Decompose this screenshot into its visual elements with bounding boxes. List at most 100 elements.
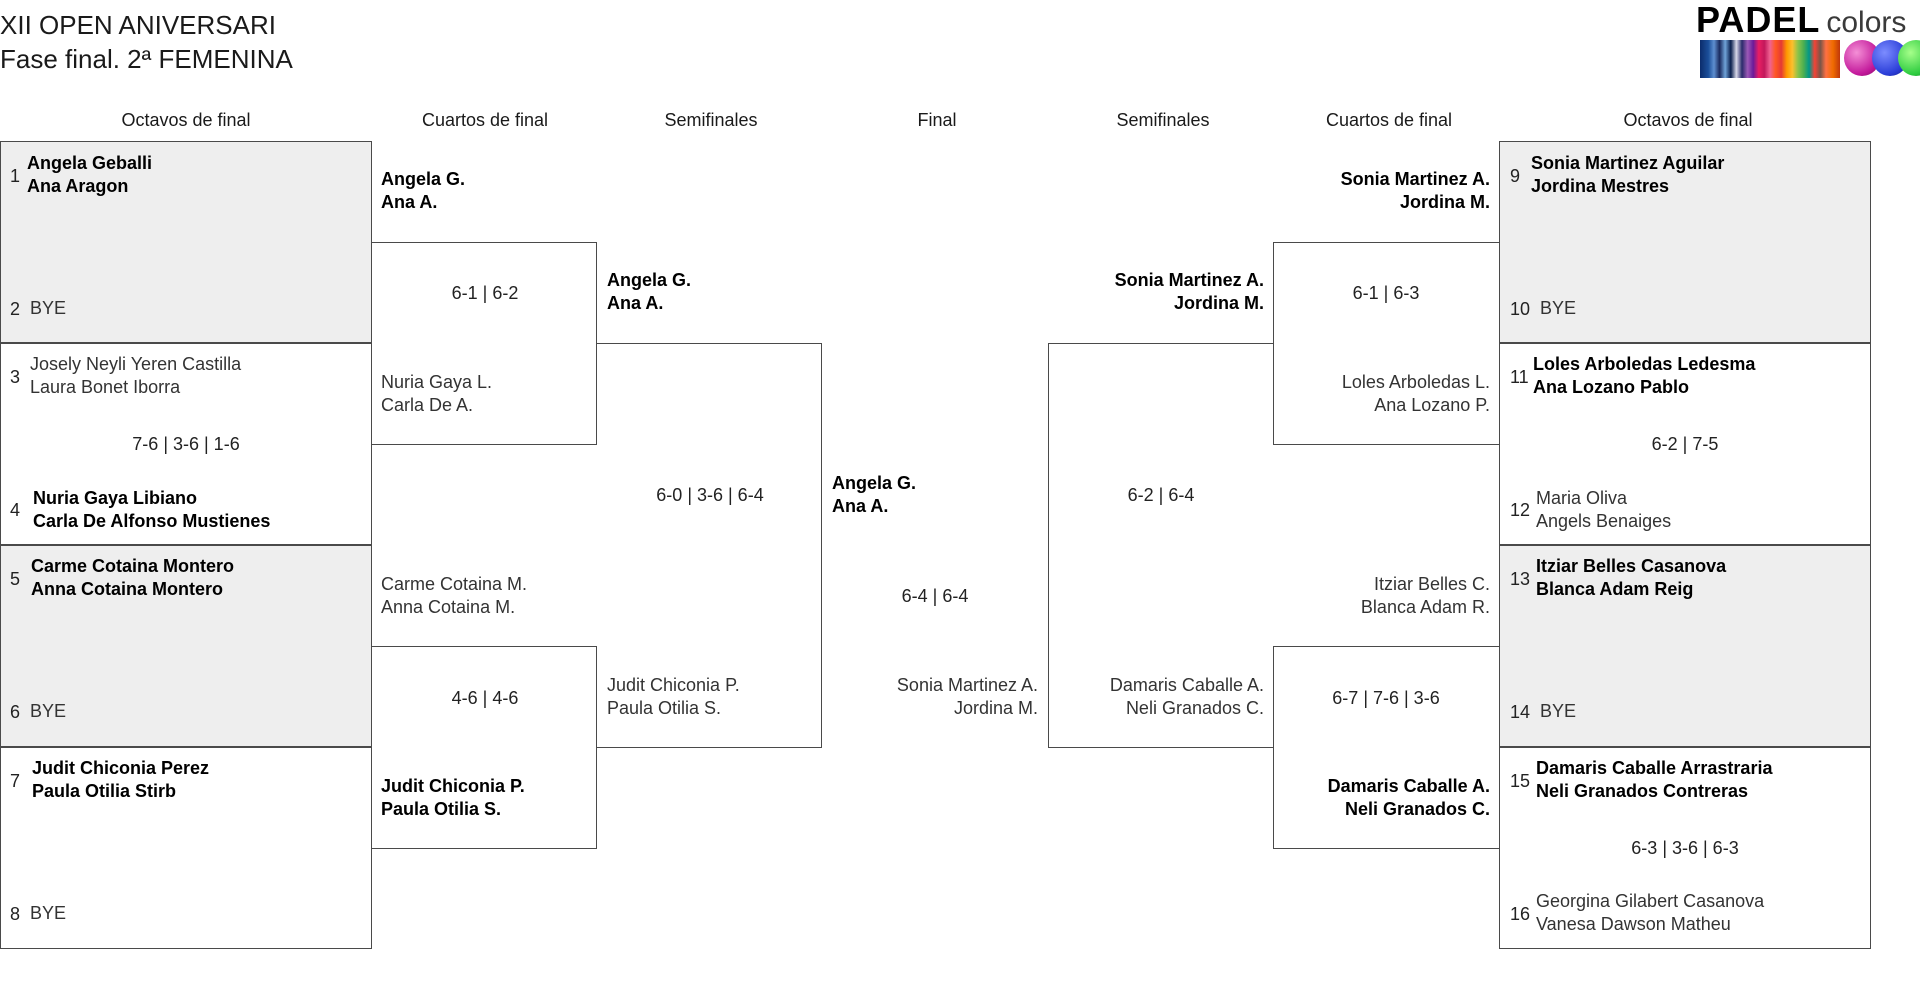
player-name: Ana A. <box>381 192 438 212</box>
round-header-left-octavos: Octavos de final <box>121 110 251 130</box>
player-name: Loles Arboledas Ledesma <box>1533 354 1756 374</box>
seed-number: 5 <box>10 569 21 589</box>
player-name: Anna Cotaina M. <box>381 597 516 617</box>
seed-number: 14 <box>1510 702 1531 722</box>
r16-left-match-1 <box>0 141 372 343</box>
player-name: Jordina M. <box>1173 293 1264 313</box>
ball-green-icon <box>1898 40 1920 76</box>
player-name: Angels Benaiges <box>1536 511 1672 531</box>
bye-label: BYE <box>30 298 67 318</box>
logo-text-bold: PADEL <box>1696 0 1821 40</box>
seed-number: 10 <box>1510 299 1531 319</box>
player-name: Damaris Caballe A. <box>1327 776 1490 796</box>
player-name: Loles Arboledas L. <box>1341 372 1490 392</box>
phase-name: Fase final. 2ª FEMENINA <box>0 44 293 74</box>
qf-right-bracket-2 <box>1273 646 1499 849</box>
seed-number: 13 <box>1510 569 1531 589</box>
player-name: Neli Granados C. <box>1344 799 1490 819</box>
r16-right-match-2 <box>1499 343 1871 545</box>
match-score: 6-0 | 3-6 | 6-4 <box>656 485 764 505</box>
seed-number: 9 <box>1510 166 1521 186</box>
seed-number: 6 <box>10 702 21 722</box>
bye-label: BYE <box>30 903 67 923</box>
seed-number: 11 <box>1510 367 1529 387</box>
player-name: Judit Chiconia P. <box>607 675 740 695</box>
player-name: Josely Neyli Yeren Castilla <box>30 354 242 374</box>
player-name: Jordina M. <box>953 698 1038 718</box>
player-name: Ana A. <box>832 496 889 516</box>
player-name: Ana Lozano P. <box>1374 395 1490 415</box>
player-name: Angela G. <box>607 270 692 290</box>
player-name: Neli Granados Contreras <box>1536 781 1749 801</box>
seed-number: 12 <box>1510 500 1531 520</box>
seed-number: 4 <box>10 500 21 520</box>
seed-number: 3 <box>10 367 21 387</box>
player-name: Damaris Caballe A. <box>1109 675 1264 695</box>
player-name: Maria Oliva <box>1536 488 1628 508</box>
match-score: 6-2 | 7-5 <box>1651 434 1719 454</box>
seed-number: 2 <box>10 299 21 319</box>
player-name: Carla De Alfonso Mustienes <box>33 511 271 531</box>
match-score: 6-1 | 6-2 <box>451 283 519 303</box>
r16-right-match-3 <box>1499 545 1871 747</box>
player-name: Paula Otilia S. <box>381 799 502 819</box>
player-name: Jordina M. <box>1399 192 1490 212</box>
player-name: Angela G. <box>381 169 466 189</box>
player-name: Sonia Martinez A. <box>1340 169 1490 189</box>
round-header-right-semis: Semifinales <box>1116 110 1210 130</box>
round-header-left-cuartos: Cuartos de final <box>421 110 549 130</box>
player-name: Angela G. <box>832 473 917 493</box>
player-name: Blanca Adam R. <box>1360 597 1490 617</box>
r16-left-match-4 <box>0 747 372 949</box>
player-name: Ana A. <box>607 293 664 313</box>
match-score: 6-1 | 6-3 <box>1352 283 1420 303</box>
qf-left-bracket-1 <box>372 242 597 445</box>
r16-left-match-2 <box>0 343 372 545</box>
logo-stripes <box>1700 40 1840 78</box>
page-title: XII OPEN ANIVERSARI Fase final. 2ª FEMEN… <box>0 8 293 76</box>
player-name: Carme Cotaina Montero <box>31 556 235 576</box>
sf-right-bracket <box>1048 343 1273 748</box>
round-header-right-octavos: Octavos de final <box>1623 110 1753 130</box>
player-name: Nuria Gaya Libiano <box>33 488 198 508</box>
player-name: Sonia Martinez A. <box>1114 270 1264 290</box>
round-header-left-semis: Semifinales <box>664 110 758 130</box>
match-score: 6-7 | 7-6 | 3-6 <box>1332 688 1440 708</box>
match-score: 6-3 | 3-6 | 6-3 <box>1631 838 1739 858</box>
player-name: Sonia Martinez A. <box>896 675 1038 695</box>
player-name: Judit Chiconia Perez <box>32 758 210 778</box>
seed-number: 8 <box>10 904 21 924</box>
r16-left-match-3 <box>0 545 372 747</box>
player-name: Blanca Adam Reig <box>1536 579 1694 599</box>
player-name: Carme Cotaina M. <box>381 574 528 594</box>
final-score: 6-4 | 6-4 <box>901 586 969 606</box>
round-header-right-cuartos: Cuartos de final <box>1325 110 1453 130</box>
match-score: 6-2 | 6-4 <box>1127 485 1195 505</box>
player-name: Jordina Mestres <box>1531 176 1670 196</box>
logo-text-light: colors <box>1826 6 1907 39</box>
player-name: Laura Bonet Iborra <box>30 377 181 397</box>
player-name: Carla De A. <box>381 395 474 415</box>
match-score: 7-6 | 3-6 | 1-6 <box>132 434 240 454</box>
seed-number: 16 <box>1510 904 1531 924</box>
player-name: Nuria Gaya L. <box>381 372 493 392</box>
player-name: Itziar Belles C. <box>1373 574 1490 594</box>
player-name: Anna Cotaina Montero <box>31 579 223 599</box>
seed-number: 1 <box>10 166 21 186</box>
r16-right-match-4 <box>1499 747 1871 949</box>
player-name: Neli Granados C. <box>1125 698 1264 718</box>
qf-left-bracket-2 <box>372 646 597 849</box>
qf-right-bracket-1 <box>1273 242 1499 445</box>
round-header-final: Final <box>917 110 957 130</box>
player-name: Sonia Martinez Aguilar <box>1531 153 1725 173</box>
bye-label: BYE <box>30 701 67 721</box>
player-name: Georgina Gilabert Casanova <box>1536 891 1765 911</box>
r16-right-match-1 <box>1499 141 1871 343</box>
sf-left-bracket <box>597 343 822 748</box>
player-name: Angela Geballi <box>27 153 153 173</box>
bye-label: BYE <box>1540 298 1577 318</box>
player-name: Paula Otilia Stirb <box>32 781 177 801</box>
seed-number: 15 <box>1510 771 1531 791</box>
